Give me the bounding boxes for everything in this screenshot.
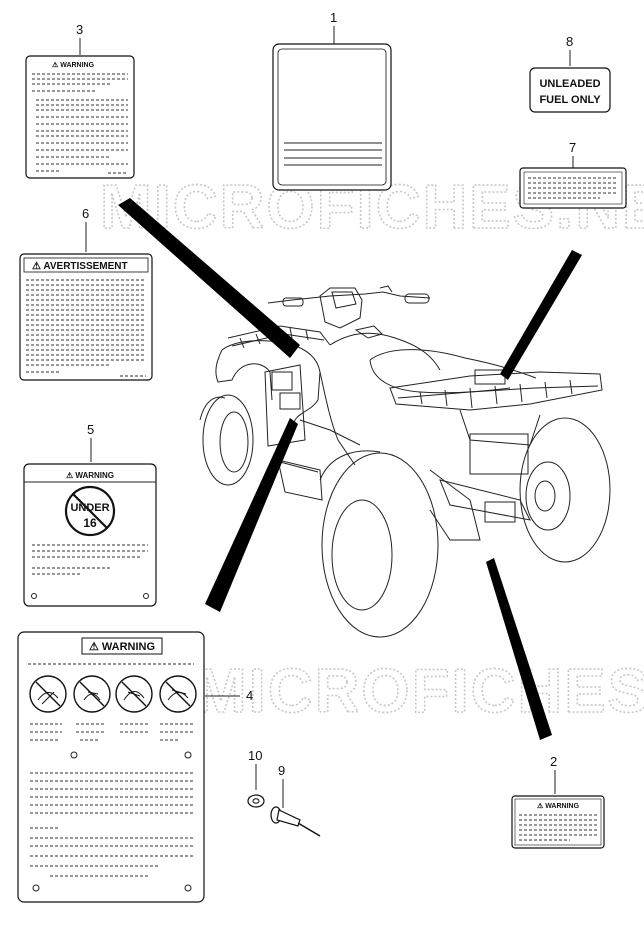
label-3: ⚠ WARNING [25,55,135,179]
label-8: UNLEADED FUEL ONLY [529,67,611,113]
age-text: 16 [83,516,97,530]
callout-6: 6 [82,206,89,221]
atv-illustration [199,285,611,638]
pictogram-3-icon [115,675,153,713]
label-6-title: ⚠ AVERTISSEMENT [32,261,128,272]
washer-part [247,794,265,808]
label-2-title: ⚠ WARNING [537,802,580,810]
label-1 [272,43,392,191]
label-5-title: ⚠ WARNING [66,471,114,480]
label-4-title: ⚠ WARNING [89,641,155,653]
label-2: ⚠ WARNING [511,795,605,849]
callout-10: 10 [248,748,262,763]
label-4: ⚠ WARNING [17,631,205,903]
label-5: ⚠ WARNING UNDER 16 [23,463,157,607]
fuel-line-2: FUEL ONLY [539,94,601,106]
callout-9: 9 [278,763,285,778]
under-text: UNDER [70,502,109,514]
pictogram-row [29,675,197,713]
pictogram-4-icon [159,675,197,713]
callout-2: 2 [550,754,557,769]
leader-7 [500,250,582,380]
pictogram-2-icon [73,675,111,713]
pictogram-1-icon [29,675,67,713]
leader-2 [486,558,552,740]
callout-7: 7 [569,140,576,155]
watermark-bottom: MICROFICHES.NET [195,657,644,726]
fuel-line-1: UNLEADED [539,78,600,90]
leader-6 [118,198,300,358]
label-7 [519,167,627,209]
callout-numbers: 1 3 8 7 6 5 4 2 10 9 [76,10,576,808]
rivet-part [270,806,321,837]
label-3-title: ⚠ WARNING [52,61,95,69]
label-6: ⚠ AVERTISSEMENT [19,253,153,381]
callout-5: 5 [87,422,94,437]
callout-1: 1 [330,10,337,25]
leader-5 [205,418,298,612]
callout-8: 8 [566,34,573,49]
callout-4: 4 [246,688,253,703]
callout-3: 3 [76,22,83,37]
